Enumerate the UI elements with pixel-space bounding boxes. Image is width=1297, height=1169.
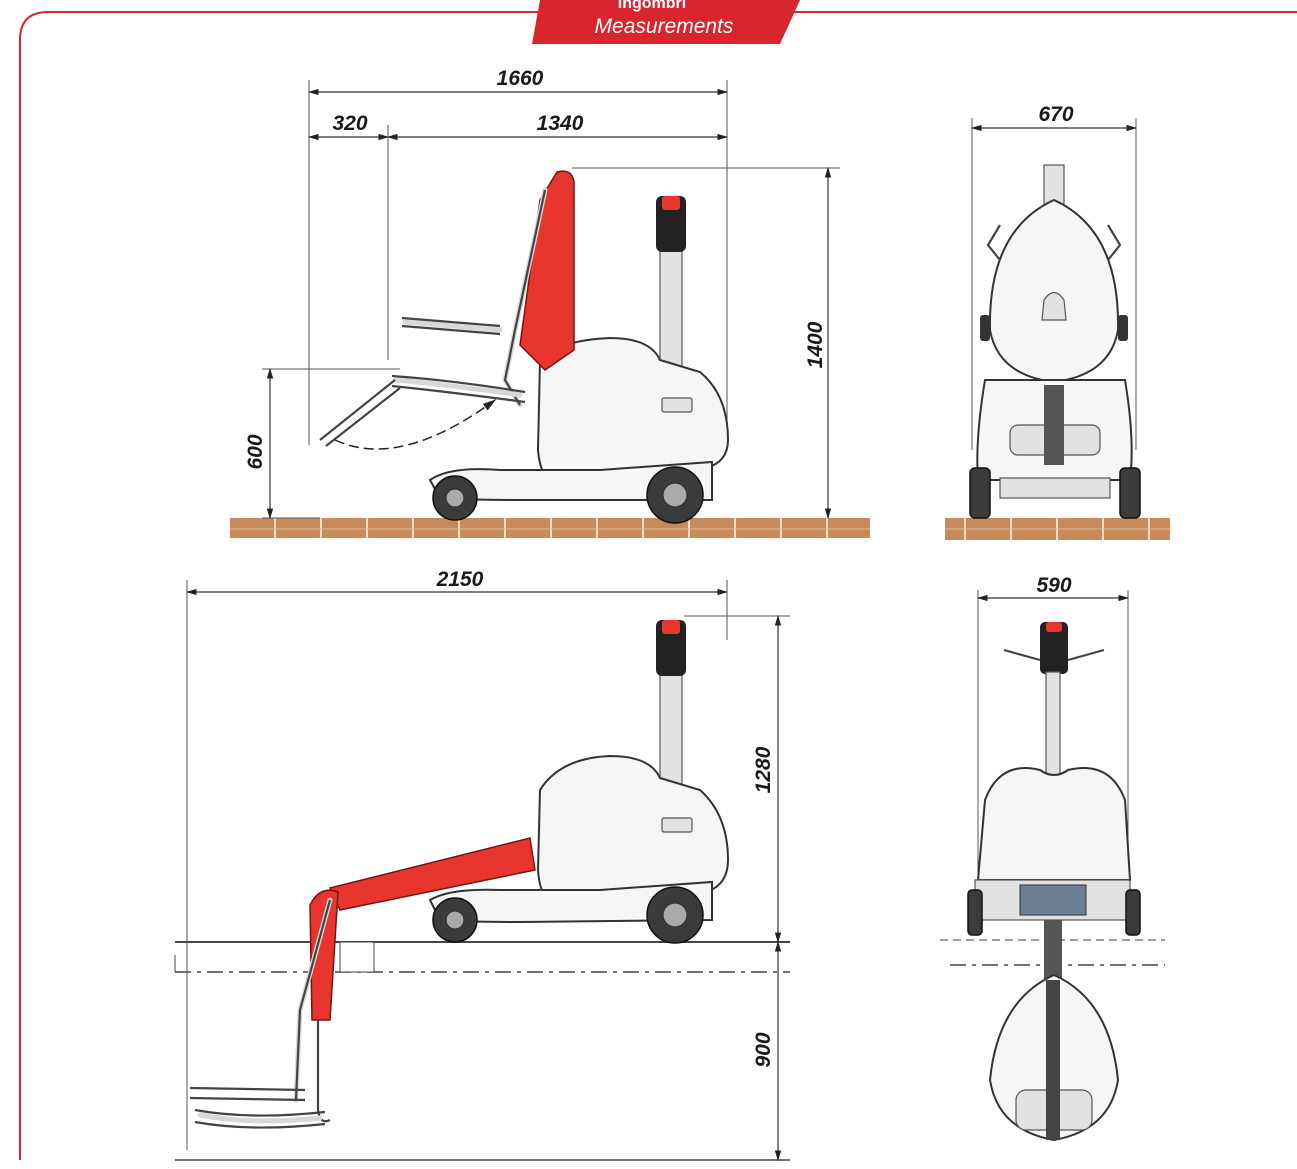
header-title-line1: Ingombri (618, 0, 686, 12)
side-view: 1660 320 1340 1400 600 (230, 67, 870, 538)
header-title-line2: Measurements (595, 15, 734, 38)
dim-side-seat-height: 600 (244, 434, 267, 469)
header-tab: Ingombri Measurements (532, 0, 800, 44)
front-extended-view: 590 (940, 574, 1165, 1142)
side-floor (230, 518, 870, 538)
dim-side-footrest-length: 320 (332, 112, 367, 135)
front-view: 670 (945, 103, 1170, 540)
dim-front-width: 670 (1038, 103, 1073, 126)
extended-view: 2150 1280 900 (174, 568, 790, 1162)
front-floor (945, 518, 1170, 540)
dim-extended-reach: 2150 (436, 568, 484, 591)
page-frame (19, 11, 1297, 1160)
dim-side-overall-length: 1660 (497, 67, 544, 90)
dim-extended-height-above: 1280 (752, 746, 775, 793)
dim-front-extended-width: 590 (1036, 574, 1071, 597)
lift-extended-drawing (189, 620, 730, 1129)
lift-front-drawing (969, 164, 1141, 519)
dim-extended-depth-below: 900 (752, 1032, 775, 1067)
lift-side-drawing (319, 170, 730, 524)
dim-side-base-length: 1340 (537, 112, 584, 135)
dim-side-overall-height: 1400 (804, 321, 827, 368)
lift-front-extended-drawing (967, 622, 1141, 1142)
